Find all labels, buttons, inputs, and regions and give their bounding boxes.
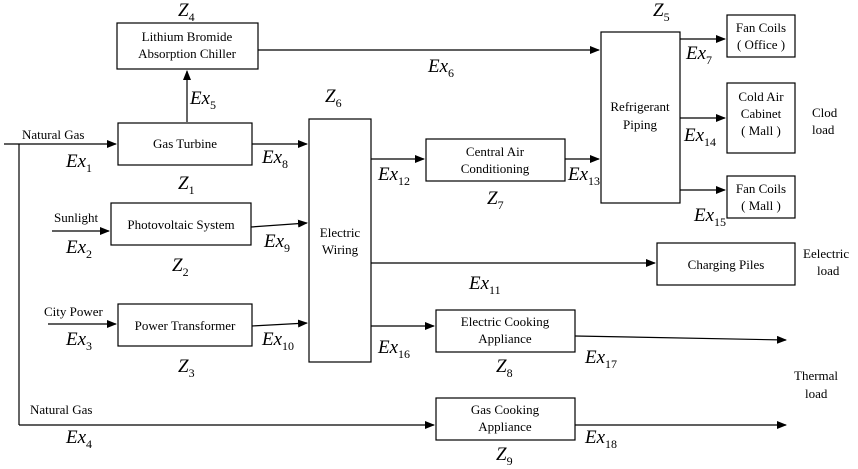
power-transformer-box: Power Transformer bbox=[117, 303, 253, 347]
central-label-line2: Conditioning bbox=[461, 161, 530, 176]
load-clod-line2: load bbox=[812, 122, 835, 137]
lithium-label-line2: Absorption Chiller bbox=[138, 46, 237, 61]
load-clod-line1: Clod bbox=[812, 105, 838, 120]
fan-office-label-line2: ( Office ) bbox=[737, 37, 785, 52]
cold-air-cabinet-box: Cold Air Cabinet ( Mall ) bbox=[726, 82, 796, 154]
load-electric-line1: Eelectric bbox=[803, 246, 849, 261]
elec-cook-label-line1: Electric Cooking bbox=[461, 314, 550, 329]
fan-mall-label-line2: ( Mall ) bbox=[741, 198, 781, 213]
exergy-label-3: Ex3 bbox=[65, 329, 92, 353]
fan-coils-office-box: Fan Coils ( Office ) bbox=[726, 14, 796, 58]
zone-label-4: Z4 bbox=[178, 0, 195, 24]
electric-wiring-box: Electric Wiring bbox=[308, 118, 372, 363]
arrow-transformer-to-wiring bbox=[251, 319, 308, 328]
exergy-label-1: Ex1 bbox=[65, 151, 92, 175]
cabinet-label-line3: ( Mall ) bbox=[741, 123, 781, 138]
refrigerant-label-line2: Piping bbox=[623, 117, 657, 132]
zone-label-6: Z6 bbox=[325, 86, 342, 110]
gas-turbine-box: Gas Turbine bbox=[117, 122, 253, 166]
pv-label: Photovoltaic System bbox=[127, 217, 234, 232]
exergy-label-12: Ex12 bbox=[377, 164, 410, 188]
lithium-bromide-chiller-box: Lithium Bromide Absorption Chiller bbox=[116, 22, 259, 70]
load-thermal-line2: load bbox=[805, 386, 828, 401]
gas-cook-label-line1: Gas Cooking bbox=[471, 402, 540, 417]
arrow-pv-to-wiring bbox=[250, 219, 308, 228]
exergy-label-16: Ex16 bbox=[377, 337, 410, 361]
cabinet-label-line2: Cabinet bbox=[741, 106, 782, 121]
input-sunlight: Sunlight bbox=[54, 210, 98, 225]
input-city-power: City Power bbox=[44, 304, 104, 319]
exergy-label-4: Ex4 bbox=[65, 427, 92, 451]
exergy-label-15: Ex15 bbox=[693, 205, 726, 229]
charging-label: Charging Piles bbox=[688, 257, 765, 272]
refrigerant-label-line1: Refrigerant bbox=[610, 99, 670, 114]
fan-coils-mall-box: Fan Coils ( Mall ) bbox=[726, 175, 796, 219]
exergy-label-5: Ex5 bbox=[189, 88, 216, 112]
photovoltaic-box: Photovoltaic System bbox=[110, 202, 252, 246]
exergy-label-7: Ex7 bbox=[685, 43, 712, 67]
wiring-label-line2: Wiring bbox=[322, 242, 359, 257]
exergy-label-6: Ex6 bbox=[427, 56, 454, 80]
exergy-label-9: Ex9 bbox=[263, 231, 290, 255]
gas-turbine-label: Gas Turbine bbox=[153, 136, 217, 151]
zone-label-8: Z8 bbox=[496, 356, 513, 380]
cabinet-label-line1: Cold Air bbox=[738, 89, 784, 104]
wiring-label-line1: Electric bbox=[320, 225, 361, 240]
gas-cook-label-line2: Appliance bbox=[478, 419, 532, 434]
exergy-label-8: Ex8 bbox=[261, 147, 288, 171]
arrow-elec-cooking-to-thermal bbox=[574, 335, 787, 344]
zone-label-3: Z3 bbox=[178, 356, 195, 380]
input-natural-gas-top: Natural Gas bbox=[22, 127, 84, 142]
load-thermal-line1: Thermal bbox=[794, 368, 838, 383]
exergy-label-18: Ex18 bbox=[584, 427, 617, 451]
lithium-label-line1: Lithium Bromide bbox=[142, 29, 233, 44]
zone-label-7: Z7 bbox=[487, 188, 504, 212]
connectors bbox=[4, 35, 787, 429]
input-natural-gas-bottom: Natural Gas bbox=[30, 402, 92, 417]
exergy-label-17: Ex17 bbox=[584, 347, 617, 371]
exergy-label-14: Ex14 bbox=[683, 125, 716, 149]
gas-cooking-box: Gas Cooking Appliance bbox=[435, 397, 576, 441]
exergy-label-11: Ex11 bbox=[468, 273, 501, 297]
central-label-line1: Central Air bbox=[466, 144, 525, 159]
central-air-box: Central Air Conditioning bbox=[425, 138, 566, 182]
fan-mall-label-line1: Fan Coils bbox=[736, 181, 786, 196]
exergy-label-10: Ex10 bbox=[261, 329, 294, 353]
exergy-label-13: Ex13 bbox=[567, 164, 600, 188]
load-electric-line2: load bbox=[817, 263, 840, 278]
electric-cooking-box: Electric Cooking Appliance bbox=[435, 309, 576, 353]
transformer-label: Power Transformer bbox=[135, 318, 236, 333]
refrigerant-piping-box: Refrigerant Piping bbox=[600, 31, 681, 204]
charging-piles-box: Charging Piles bbox=[656, 242, 796, 286]
exergy-label-2: Ex2 bbox=[65, 237, 92, 261]
zone-label-9: Z9 bbox=[496, 444, 513, 468]
zone-label-1: Z1 bbox=[178, 173, 195, 197]
fan-office-label-line1: Fan Coils bbox=[736, 20, 786, 35]
zone-label-2: Z2 bbox=[172, 255, 189, 279]
zone-label-5: Z5 bbox=[653, 0, 670, 24]
elec-cook-label-line2: Appliance bbox=[478, 331, 532, 346]
